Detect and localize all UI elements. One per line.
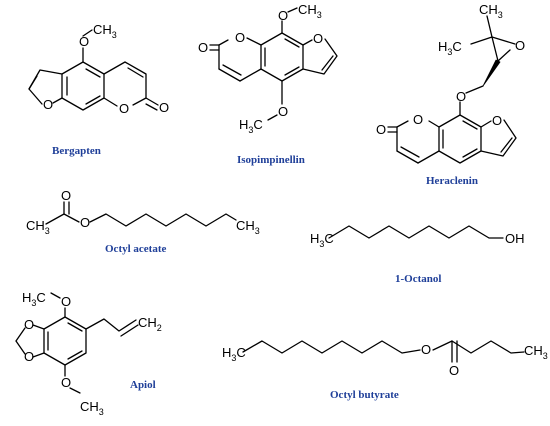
apiol-o-methoxy-top: O [61,294,71,309]
heraclenin-structure: O O CH3 H3C O O O [376,2,525,164]
label-apiol: Apiol [130,379,156,391]
octanol-oh: OH [505,231,525,246]
label-octyl-acetate: Octyl acetate [105,243,166,255]
isopimpinellin-o-furan: O [313,31,323,46]
heraclenin-ch3-top: CH3 [479,2,503,20]
heraclenin-o-carbonyl: O [376,122,386,137]
bergapten-ch3: CH3 [93,22,117,40]
heraclenin-ch3-left: H3C [438,39,462,57]
octyl-acetate-o-ester: O [80,215,90,230]
octyl-acetate-ch3-left: CH3 [26,218,50,236]
octyl-acetate-ch3-right: CH3 [236,218,260,236]
apiol-o-dioxole-top: O [24,317,34,332]
label-bergapten: Bergapten [52,145,101,157]
octyl-butyrate-ch3-right: CH3 [524,343,548,361]
apiol-structure: O H3C O O O CH3 CH2 [15,290,162,417]
octanol-structure: H3C OH [310,225,525,249]
isopimpinellin-o-ring: O [235,30,245,45]
isopimpinellin-ch3-top: CH3 [298,2,322,20]
octyl-acetate-o-carbonyl: O [61,188,71,203]
label-1-octanol: 1-Octanol [395,273,441,285]
octanol-ch3: H3C [310,231,334,249]
apiol-ch3-bottom: CH3 [80,399,104,417]
label-isopimpinellin: Isopimpinellin [237,154,305,166]
isopimpinellin-structure: O CH3 O H3C O O O [198,2,338,135]
apiol-o-methoxy-bottom: O [61,375,71,390]
apiol-o-dioxole-bottom: O [24,349,34,364]
octyl-butyrate-ch3-left: H3C [222,345,246,363]
heraclenin-o-furan: O [492,113,502,128]
isopimpinellin-o-carbonyl: O [198,40,208,55]
label-octyl-butyrate: Octyl butyrate [330,389,399,401]
octyl-butyrate-structure: H3C O O CH3 [222,340,548,378]
bergapten-o-ring: O [119,101,129,116]
bergapten-o-carbonyl: O [159,100,169,115]
apiol-ch2: CH2 [138,315,162,333]
bergapten-o-furan: O [43,97,53,112]
octyl-butyrate-o-carbonyl: O [449,363,459,378]
octyl-butyrate-o-ester: O [421,342,431,357]
isopimpinellin-o-top: O [278,8,288,23]
bergapten-o-methoxy: O [79,34,89,49]
bergapten-structure: O CH3 O O O [28,22,169,116]
heraclenin-o-epoxide: O [515,38,525,53]
heraclenin-o-ether: O [456,89,466,104]
apiol-ch3-top: H3C [22,290,46,308]
isopimpinellin-o-bottom: O [278,104,288,119]
label-heraclenin: Heraclenin [426,175,478,187]
octyl-acetate-structure: O O CH3 CH3 [26,188,260,236]
isopimpinellin-ch3-bottom: H3C [239,117,263,135]
heraclenin-o-ring: O [413,112,423,127]
